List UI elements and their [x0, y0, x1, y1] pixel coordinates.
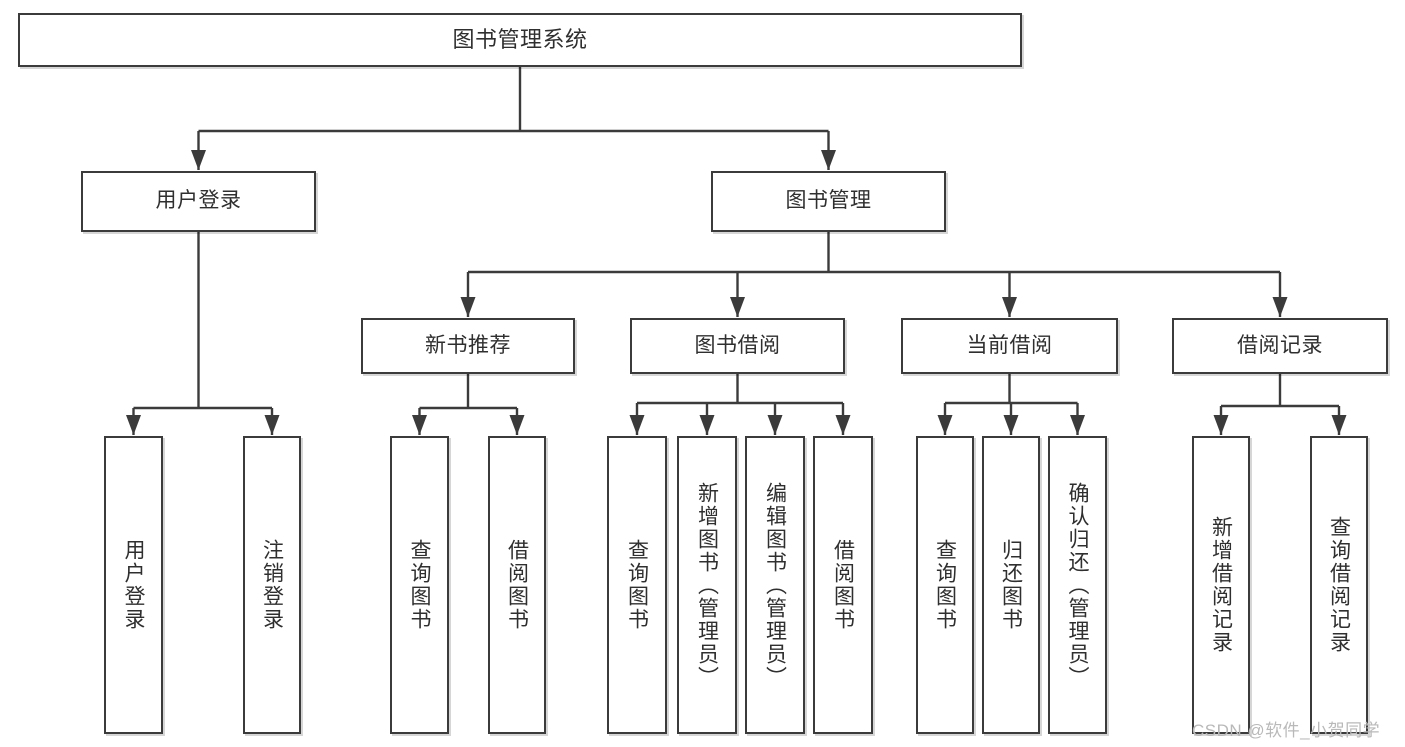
node-label-bookmgmt: 图书管理: [785, 189, 872, 213]
arrowhead-current: [1002, 297, 1017, 317]
node-label-l8: 借阅图书: [831, 539, 855, 631]
arrowhead-l6: [699, 415, 715, 435]
node-box-l5: 查询图书: [607, 436, 667, 734]
node-label-l13: 查询借阅记录: [1327, 516, 1351, 654]
arrowhead-l3: [412, 415, 427, 435]
arrowhead-newbook: [460, 297, 476, 317]
node-label-l6: 新增图书（管理员）: [695, 481, 719, 689]
arrowhead-group: [126, 150, 1347, 435]
node-box-borrow: 图书借阅: [630, 318, 845, 374]
node-label-l3: 查询图书: [408, 539, 431, 631]
node-label-l5: 查询图书: [625, 539, 649, 631]
arrowhead-bookmgmt: [821, 150, 836, 170]
arrowhead-l7: [767, 415, 783, 435]
node-box-bookmgmt: 图书管理: [711, 171, 946, 232]
arrowhead-l4: [509, 415, 525, 435]
node-label-records: 借阅记录: [1237, 333, 1323, 357]
arrowhead-records: [1272, 297, 1288, 317]
node-label-l4: 借阅图书: [505, 539, 529, 631]
node-box-l11: 确认归还（管理员）: [1048, 436, 1107, 734]
arrowhead-l11: [1070, 415, 1085, 435]
node-label-current: 当前借阅: [966, 333, 1053, 357]
node-box-l6: 新增图书（管理员）: [677, 436, 737, 734]
arrowhead-login: [191, 150, 206, 170]
node-label-l10: 归还图书: [999, 539, 1023, 631]
node-box-login: 用户登录: [81, 171, 316, 232]
node-box-records: 借阅记录: [1172, 318, 1388, 374]
node-label-l12: 新增借阅记录: [1209, 516, 1233, 654]
arrowhead-l8: [835, 415, 851, 435]
node-box-l1: 用户登录: [104, 436, 163, 734]
node-label-l11: 确认归还（管理员）: [1066, 481, 1089, 689]
arrowhead-l12: [1213, 415, 1229, 435]
node-label-l1: 用户登录: [122, 539, 145, 631]
node-box-root: 图书管理系统: [18, 13, 1022, 67]
arrowhead-borrow: [730, 297, 745, 317]
arrowhead-l2: [264, 415, 280, 435]
node-label-newbook: 新书推荐: [425, 333, 511, 357]
node-label-borrow: 图书借阅: [694, 333, 781, 357]
node-label-l9: 查询图书: [933, 539, 957, 631]
node-box-l13: 查询借阅记录: [1310, 436, 1368, 734]
node-box-l3: 查询图书: [390, 436, 449, 734]
node-box-l7: 编辑图书（管理员）: [745, 436, 805, 734]
node-label-root: 图书管理系统: [452, 27, 588, 53]
node-label-l2: 注销登录: [260, 539, 284, 631]
connector-group: [132, 67, 1341, 435]
arrowhead-l9: [937, 415, 953, 435]
arrowhead-l13: [1331, 415, 1347, 435]
node-box-newbook: 新书推荐: [361, 318, 575, 374]
arrowhead-l10: [1003, 415, 1019, 435]
node-label-l7: 编辑图书（管理员）: [763, 481, 787, 689]
node-box-l2: 注销登录: [243, 436, 301, 734]
node-box-l8: 借阅图书: [813, 436, 873, 734]
arrowhead-l1: [126, 415, 141, 435]
node-box-l9: 查询图书: [916, 436, 974, 734]
node-label-login: 用户登录: [155, 189, 242, 213]
arrowhead-l5: [629, 415, 645, 435]
node-box-l4: 借阅图书: [488, 436, 546, 734]
node-box-current: 当前借阅: [901, 318, 1118, 374]
node-box-l12: 新增借阅记录: [1192, 436, 1250, 734]
node-box-l10: 归还图书: [982, 436, 1040, 734]
